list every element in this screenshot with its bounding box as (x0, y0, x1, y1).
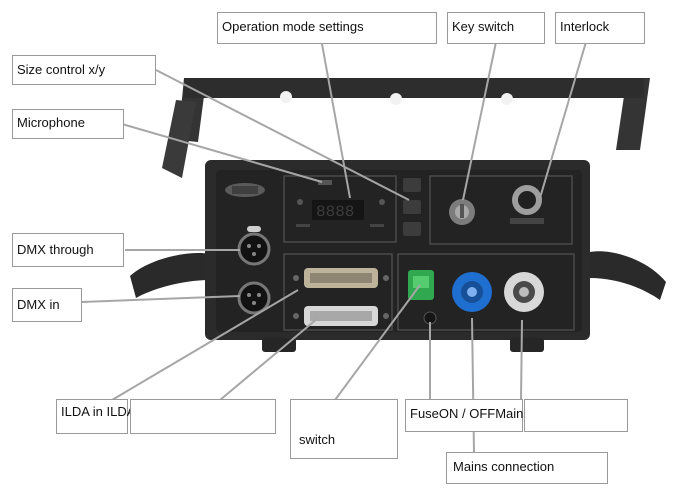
leader-lines (81, 41, 587, 453)
dmx-in-label: DMX in (12, 288, 82, 322)
led-display (312, 200, 364, 220)
ilda-label-extension (130, 399, 276, 434)
size-control-label: Size control x/y (12, 55, 156, 85)
rubber-foot (262, 338, 296, 352)
mains-through-label (524, 399, 628, 432)
dmx-in-connector-icon (237, 281, 271, 315)
switch-label: switch (290, 399, 398, 459)
ilda-label: ILDA in ILDA through (56, 399, 182, 434)
size-control-buttons (403, 178, 421, 236)
brand-logo (225, 183, 265, 197)
ilda-panel (283, 253, 393, 331)
operation-mode-panel: 8888 (283, 175, 397, 243)
mains-connection-label: Mains connection (446, 452, 608, 484)
power-panel (397, 253, 575, 331)
fuse-on-off-label: FuseON / OFFMains through (405, 399, 578, 432)
microphone-port (318, 180, 332, 185)
mounting-bracket (162, 78, 650, 178)
side-knob-right (590, 251, 666, 300)
bracket-hole-icon (280, 91, 292, 103)
operation-mode-settings-label: Operation mode settings (217, 12, 437, 44)
key-interlock-panel (429, 175, 573, 245)
svg-text:8888: 8888 (316, 203, 354, 221)
key-switch-label: Key switch (447, 12, 545, 44)
interlock-label: Interlock (555, 12, 645, 44)
rubber-foot (510, 338, 544, 352)
bracket-hole-icon (501, 93, 513, 105)
side-knob-left (130, 252, 210, 298)
microphone-label: Microphone (12, 109, 124, 139)
dmx-through-label: DMX through (12, 233, 124, 267)
bracket-hole-icon (390, 93, 402, 105)
